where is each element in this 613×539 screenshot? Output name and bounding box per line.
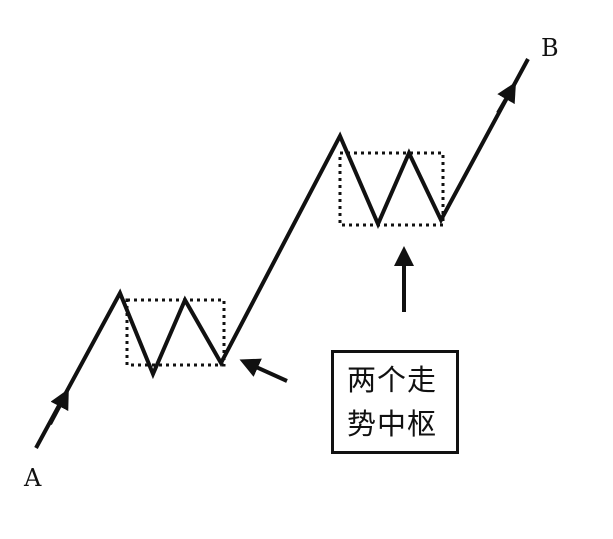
pointer-arrow-pivot-1 — [239, 358, 288, 383]
end-point-label: B — [541, 34, 559, 62]
pivot-zone-1 — [125, 298, 226, 367]
trend-direction-arrow-start — [48, 388, 69, 425]
start-point-label: A — [24, 464, 42, 492]
trend-direction-arrow-end — [496, 81, 516, 114]
caption-box: 两个走势中枢 — [331, 350, 459, 454]
trend-line — [34, 58, 530, 449]
pivot-zone-2 — [338, 151, 445, 227]
caption-text: 两个走势中枢 — [347, 363, 438, 441]
